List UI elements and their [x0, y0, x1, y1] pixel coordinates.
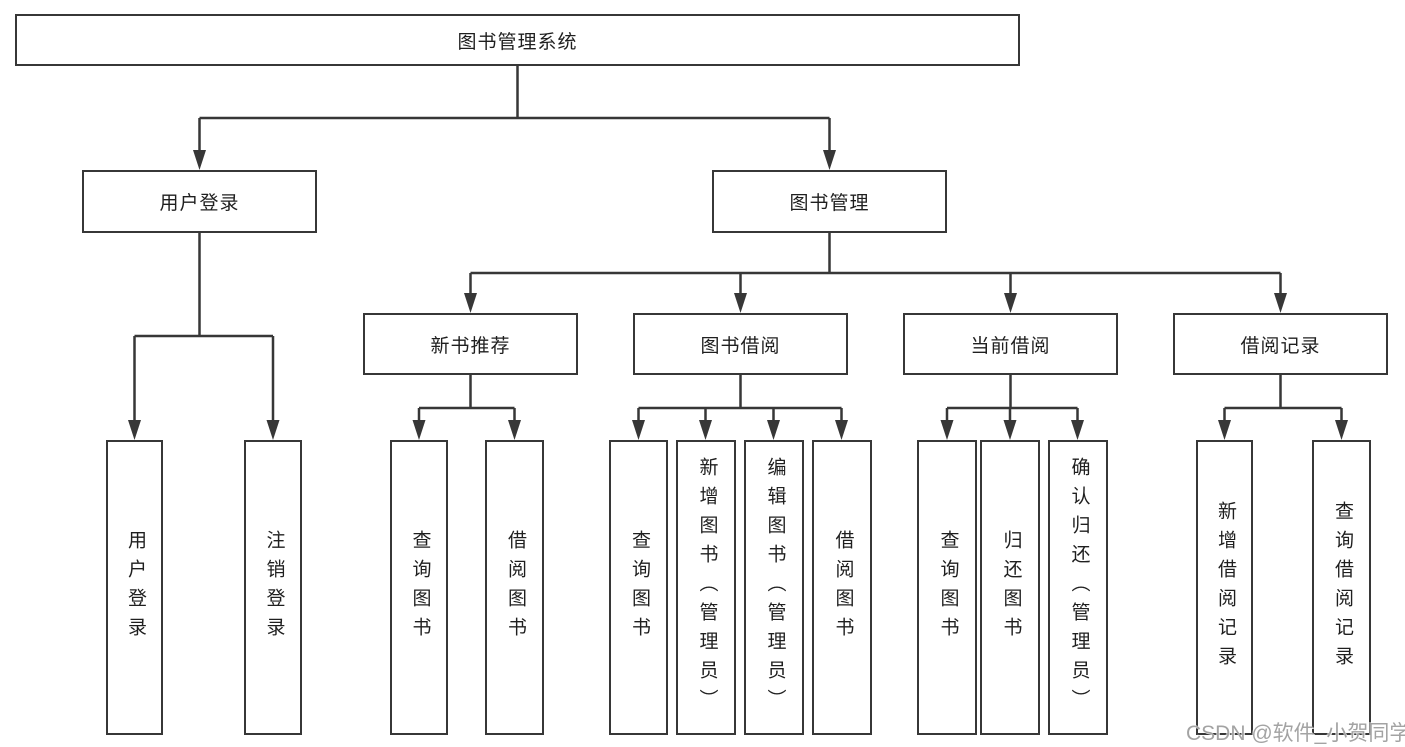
- leaf-confirm-return-admin-label: 确认归还（管理员）: [1068, 457, 1090, 718]
- leaf-add-book-admin: 新增图书（管理员）: [676, 440, 736, 735]
- leaf-add-borrow-record: 新增借阅记录: [1196, 440, 1253, 735]
- leaf-return-book: 归还图书: [980, 440, 1040, 735]
- leaf-borrow-book-2-label: 借阅图书: [832, 529, 854, 646]
- node-new-book-recommend: 新书推荐: [363, 313, 578, 375]
- connector-book-borrow-branch: [632, 375, 848, 440]
- node-current-borrow-label: 当前借阅: [970, 335, 1051, 357]
- leaf-edit-book-admin-label: 编辑图书（管理员）: [764, 457, 786, 718]
- connector-user-login-branch: [128, 233, 280, 440]
- node-current-borrow: 当前借阅: [903, 313, 1118, 375]
- leaf-confirm-return-admin: 确认归还（管理员）: [1048, 440, 1108, 735]
- leaf-query-book-3-label: 查询图书: [937, 529, 959, 646]
- node-new-book-recommend-label: 新书推荐: [430, 335, 511, 357]
- connector-current-borrow-branch: [940, 375, 1084, 440]
- node-root-label: 图书管理系统: [457, 31, 578, 53]
- csdn-watermark: CSDN @软件_小贺同学: [1186, 722, 1405, 745]
- leaf-borrow-book-1-label: 借阅图书: [504, 529, 526, 646]
- node-borrow-record-label: 借阅记录: [1240, 335, 1321, 357]
- connector-borrow-record-branch: [1218, 375, 1348, 440]
- node-book-management: 图书管理: [712, 170, 947, 233]
- leaf-logout: 注销登录: [244, 440, 302, 735]
- leaf-query-book-1-label: 查询图书: [409, 529, 431, 646]
- leaf-query-book-1: 查询图书: [390, 440, 448, 735]
- leaf-add-book-admin-label: 新增图书（管理员）: [696, 457, 718, 718]
- node-user-login: 用户登录: [82, 170, 317, 233]
- leaf-user-login: 用户登录: [106, 440, 163, 735]
- leaf-return-book-label: 归还图书: [1000, 529, 1022, 646]
- node-book-management-label: 图书管理: [789, 193, 870, 214]
- leaf-query-borrow-record-label: 查询借阅记录: [1331, 500, 1353, 675]
- node-user-login-label: 用户登录: [159, 193, 240, 214]
- leaf-add-borrow-record-label: 新增借阅记录: [1214, 500, 1236, 675]
- node-root: 图书管理系统: [15, 14, 1020, 66]
- leaf-user-login-label: 用户登录: [124, 529, 146, 646]
- leaf-logout-label: 注销登录: [263, 529, 285, 646]
- node-book-borrow: 图书借阅: [633, 313, 848, 375]
- connector-new-book-branch: [412, 375, 521, 440]
- leaf-borrow-book-2: 借阅图书: [812, 440, 872, 735]
- leaf-query-book-2: 查询图书: [609, 440, 668, 735]
- leaf-query-book-2-label: 查询图书: [628, 529, 650, 646]
- leaf-edit-book-admin: 编辑图书（管理员）: [744, 440, 804, 735]
- node-book-borrow-label: 图书借阅: [700, 335, 781, 357]
- connector-root-to-level2: [193, 66, 836, 170]
- leaf-borrow-book-1: 借阅图书: [485, 440, 544, 735]
- leaf-query-book-3: 查询图书: [917, 440, 977, 735]
- leaf-query-borrow-record: 查询借阅记录: [1312, 440, 1371, 735]
- node-borrow-record: 借阅记录: [1173, 313, 1388, 375]
- connector-book-mgmt-branch: [464, 233, 1287, 313]
